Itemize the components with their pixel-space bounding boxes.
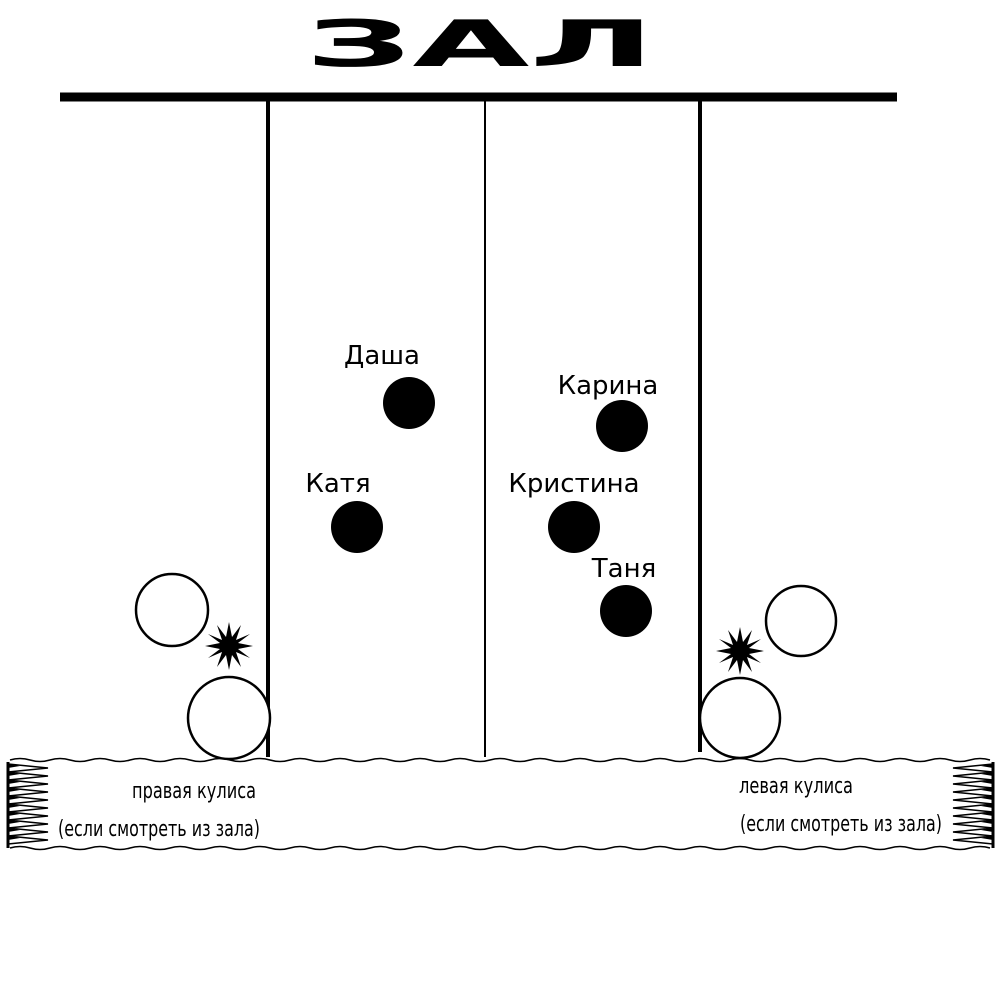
dancer-katya: Катя <box>305 469 383 553</box>
backstage-strip-top-edge <box>9 757 991 763</box>
dancer-tanya: Таня <box>591 554 656 637</box>
dancer-label: Кристина <box>508 469 639 499</box>
dancer-marker <box>600 585 652 637</box>
hall-title: ЗАЛ <box>305 8 655 82</box>
prop-circle <box>764 584 838 658</box>
curtain-fringe-left <box>6 762 49 848</box>
prop-circle <box>698 676 782 760</box>
left-wing-label-line2: (если смотреть из зала) <box>740 812 942 837</box>
dancer-kristina: Кристина <box>508 469 640 553</box>
dancer-dasha: Даша <box>344 341 435 429</box>
right-wing-label-line2: (если смотреть из зала) <box>58 817 260 842</box>
dancer-label: Таня <box>591 554 656 584</box>
dancer-marker <box>596 400 648 452</box>
curtain-fringe-right <box>952 762 995 848</box>
dancer-label: Катя <box>305 469 370 499</box>
dancer-marker <box>331 501 383 553</box>
starburst-icon <box>716 627 764 675</box>
dancer-marker <box>548 501 600 553</box>
right-wing-label: правая кулиса (если смотреть из зала) <box>58 779 260 842</box>
prop-circle <box>134 572 210 648</box>
right-wing-label-line1: правая кулиса <box>132 779 256 804</box>
dancer-marker <box>383 377 435 429</box>
prop-circle <box>186 675 272 761</box>
starburst-shape <box>716 627 764 675</box>
dancer-label: Карина <box>558 371 659 401</box>
left-wing-label-line1: левая кулиса <box>739 774 853 799</box>
left-wing-label: левая кулиса (если смотреть из зала) <box>739 774 942 837</box>
backstage-strip-bottom-edge <box>9 845 991 851</box>
starburst-shape <box>205 622 253 670</box>
dancer-label: Даша <box>344 341 420 371</box>
dancer-karina: Карина <box>558 371 659 452</box>
starburst-icon <box>205 622 253 670</box>
